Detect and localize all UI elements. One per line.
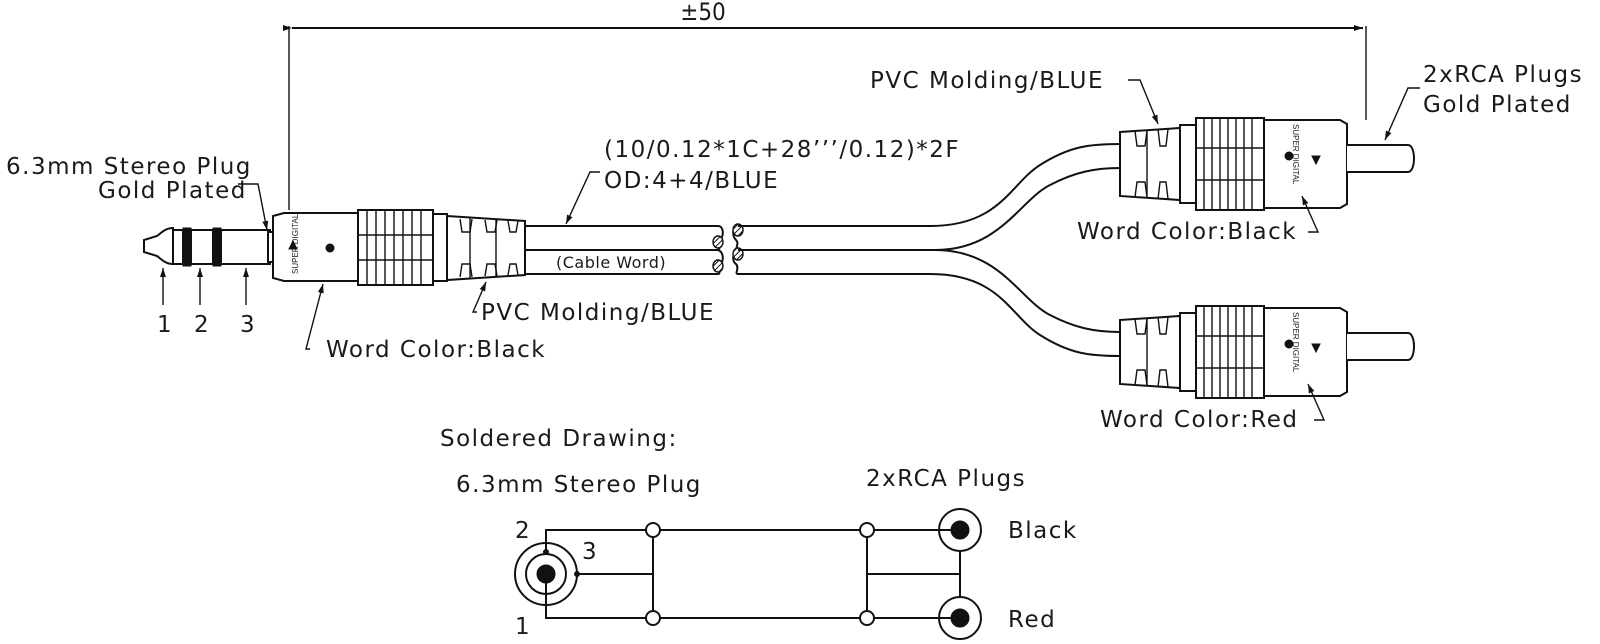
plug-word-color-leader	[305, 283, 324, 350]
soldered-right-title: 2xRCA Plugs	[866, 466, 1026, 492]
overall-length-dimension: ±50	[283, 0, 1367, 210]
soldered-left-title: 6.3mm Stereo Plug	[456, 472, 702, 498]
plug-collar	[432, 213, 448, 282]
stereo-plug-title: 6.3mm Stereo Plug	[6, 154, 252, 180]
rca-molding-leader	[1128, 79, 1159, 125]
rca-red-word-leader	[1307, 383, 1326, 421]
rca-black-word-leader	[1301, 195, 1320, 233]
rca-plugs-leader	[1384, 87, 1420, 141]
schematic-label-black: Black	[1008, 518, 1078, 544]
rca-black-brand-text: SUPER DIGITAL	[1291, 124, 1300, 185]
stereo-plug: SUPER DIGITAL	[143, 209, 526, 286]
plug-word-color-label: Word Color:Black	[326, 337, 546, 363]
insulator-ring-1	[182, 227, 192, 267]
dimension-value: ±50	[680, 0, 726, 26]
plug-screw	[325, 243, 335, 253]
pin-label-2: 2	[194, 312, 210, 338]
cable-spec-leader	[565, 171, 600, 225]
cable-spec-line2: OD:4+4/BLUE	[604, 168, 779, 194]
wire-tip-to-red	[545, 574, 939, 619]
plug-molding-leader	[471, 281, 487, 313]
schematic-pin-1: 1	[515, 614, 531, 640]
plug-molding-label: PVC Molding/BLUE	[481, 300, 715, 326]
rca-black-word-color-label: Word Color:Black	[1077, 219, 1297, 245]
schematic-label-red: Red	[1008, 607, 1056, 633]
plug-body	[272, 212, 359, 282]
soldered-drawing: Soldered Drawing: 6.3mm Stereo Plug 2xRC…	[440, 426, 1078, 640]
plug-arrow-marker	[288, 239, 298, 250]
plug-sleeve	[220, 229, 271, 265]
rca-red-brand-text: SUPER DIGITAL	[1291, 312, 1300, 373]
plug-grip	[357, 209, 434, 286]
plug-brand-text: SUPER DIGITAL	[291, 213, 300, 274]
rca-molding-label: PVC Molding/BLUE	[870, 68, 1104, 94]
pin-label-3: 3	[240, 312, 256, 338]
cable-spec-line1: (10/0.12*1C+28’’’/0.12)*2F	[604, 137, 960, 163]
rca-plugs-title: 2xRCA Plugs	[1423, 62, 1583, 88]
cable: (Cable Word)	[525, 143, 1121, 357]
soldered-heading: Soldered Drawing:	[440, 426, 678, 452]
rca-plugs-plating: Gold Plated	[1423, 92, 1572, 118]
rca-plug-red: SUPER DIGITAL	[1119, 305, 1415, 399]
plug-pin-callouts: 1 2 3	[157, 268, 256, 338]
plug-ring	[190, 229, 214, 265]
wire-ring-to-black	[545, 529, 939, 552]
cable-word-label: (Cable Word)	[556, 253, 666, 272]
schematic-pin-2: 2	[515, 518, 531, 544]
insulator-ring-2	[212, 227, 222, 267]
rca-plug-black: SUPER DIGITAL	[1119, 117, 1415, 211]
pin-label-1: 1	[157, 312, 173, 338]
schematic-pin-3: 3	[582, 539, 598, 565]
plug-tip	[143, 226, 174, 266]
stereo-plug-plating: Gold Plated	[98, 178, 247, 204]
plug-tip-collar	[172, 229, 184, 265]
rca-red-word-color-label: Word Color:Red	[1100, 407, 1299, 433]
stereo-plug-leader	[238, 183, 269, 231]
